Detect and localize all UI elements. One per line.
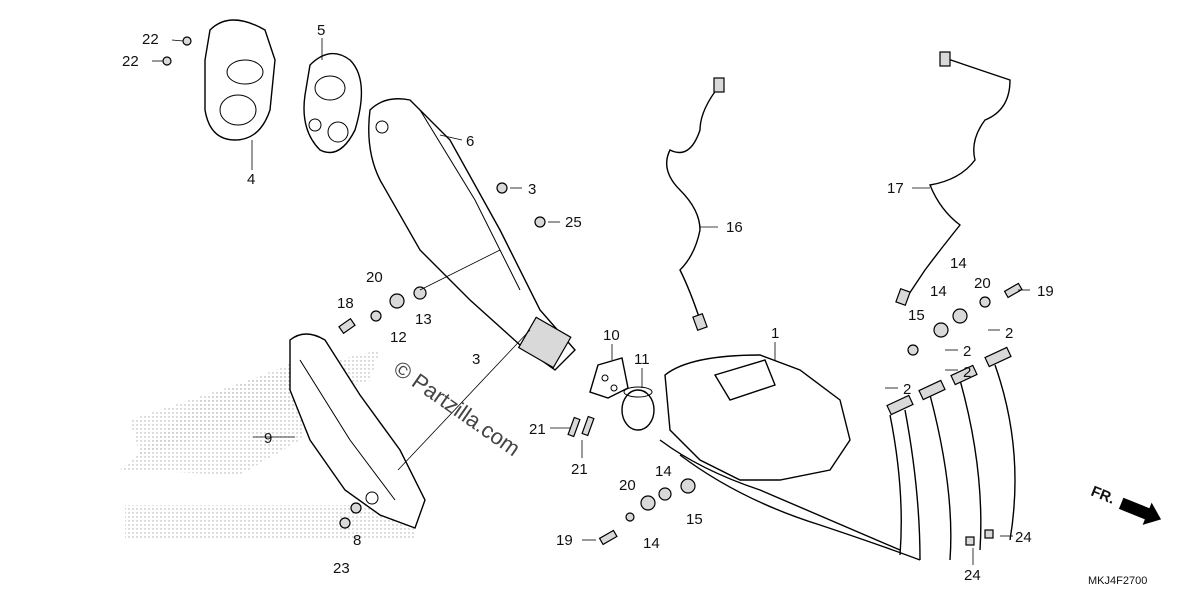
callout-2d: 2: [903, 381, 911, 398]
callout-22a: 22: [142, 31, 159, 48]
callout-14b: 14: [930, 283, 947, 300]
callout-20b: 20: [366, 269, 383, 286]
callout-21b: 21: [571, 461, 588, 478]
part-1-exhaust-pipe: [659, 346, 1016, 561]
callout-24b: 24: [964, 567, 981, 584]
part-10-bracket: [589, 357, 629, 399]
part-6-muffler: [368, 98, 576, 371]
fasteners: [162, 36, 1023, 546]
callout-4: 4: [247, 171, 255, 188]
direction-label: FR.: [1089, 483, 1118, 508]
callout-20c: 20: [619, 477, 636, 494]
callout-6: 6: [466, 133, 474, 150]
callout-3b: 3: [472, 351, 480, 368]
front-direction-indicator: FR.: [1089, 483, 1162, 525]
callout-2a: 2: [1005, 325, 1013, 342]
callout-14d: 14: [643, 535, 660, 552]
diagram-code: MKJ4F2700: [1088, 575, 1147, 587]
part-5-gasket: [303, 52, 363, 154]
callout-17: 17: [887, 180, 904, 197]
callout-8: 8: [353, 532, 361, 549]
callout-11: 11: [634, 351, 650, 368]
front-arrow-icon: [1118, 497, 1162, 525]
callout-2b: 2: [963, 343, 971, 360]
callout-21a: 21: [529, 421, 546, 438]
callout-18: 18: [337, 295, 354, 312]
part-11-rubber: [621, 386, 655, 431]
callout-labels: 22 22 4 5 6 3 25 16 17 14 20 19 14 2 2 2…: [122, 22, 1054, 584]
callout-14c: 14: [655, 463, 672, 480]
callout-1: 1: [771, 325, 779, 342]
callout-19b: 19: [556, 532, 573, 549]
leader-lines: [152, 38, 1030, 565]
callout-20a: 20: [974, 275, 991, 292]
callout-9: 9: [264, 430, 272, 447]
callout-25: 25: [565, 214, 582, 231]
partzilla-watermark: © Partzilla.com: [389, 356, 525, 462]
callout-3a: 3: [528, 181, 536, 198]
callout-10: 10: [603, 327, 620, 344]
callout-16: 16: [726, 219, 743, 236]
callout-24a: 24: [1015, 529, 1032, 546]
callout-15a: 15: [908, 307, 925, 324]
callout-14a: 14: [950, 255, 967, 272]
part-16-o2-sensor: [666, 77, 725, 332]
callout-19a: 19: [1037, 283, 1054, 300]
callout-23: 23: [333, 560, 350, 577]
callout-12: 12: [390, 329, 407, 346]
part-4-end-cover: [204, 19, 276, 141]
callout-22b: 22: [122, 53, 139, 70]
callout-2c: 2: [963, 364, 971, 381]
callout-13: 13: [415, 311, 432, 328]
part-17-o2-sensor: [895, 51, 1011, 307]
part-9-heat-shield: [289, 333, 426, 529]
callout-15b: 15: [686, 511, 703, 528]
callout-5: 5: [317, 22, 325, 39]
